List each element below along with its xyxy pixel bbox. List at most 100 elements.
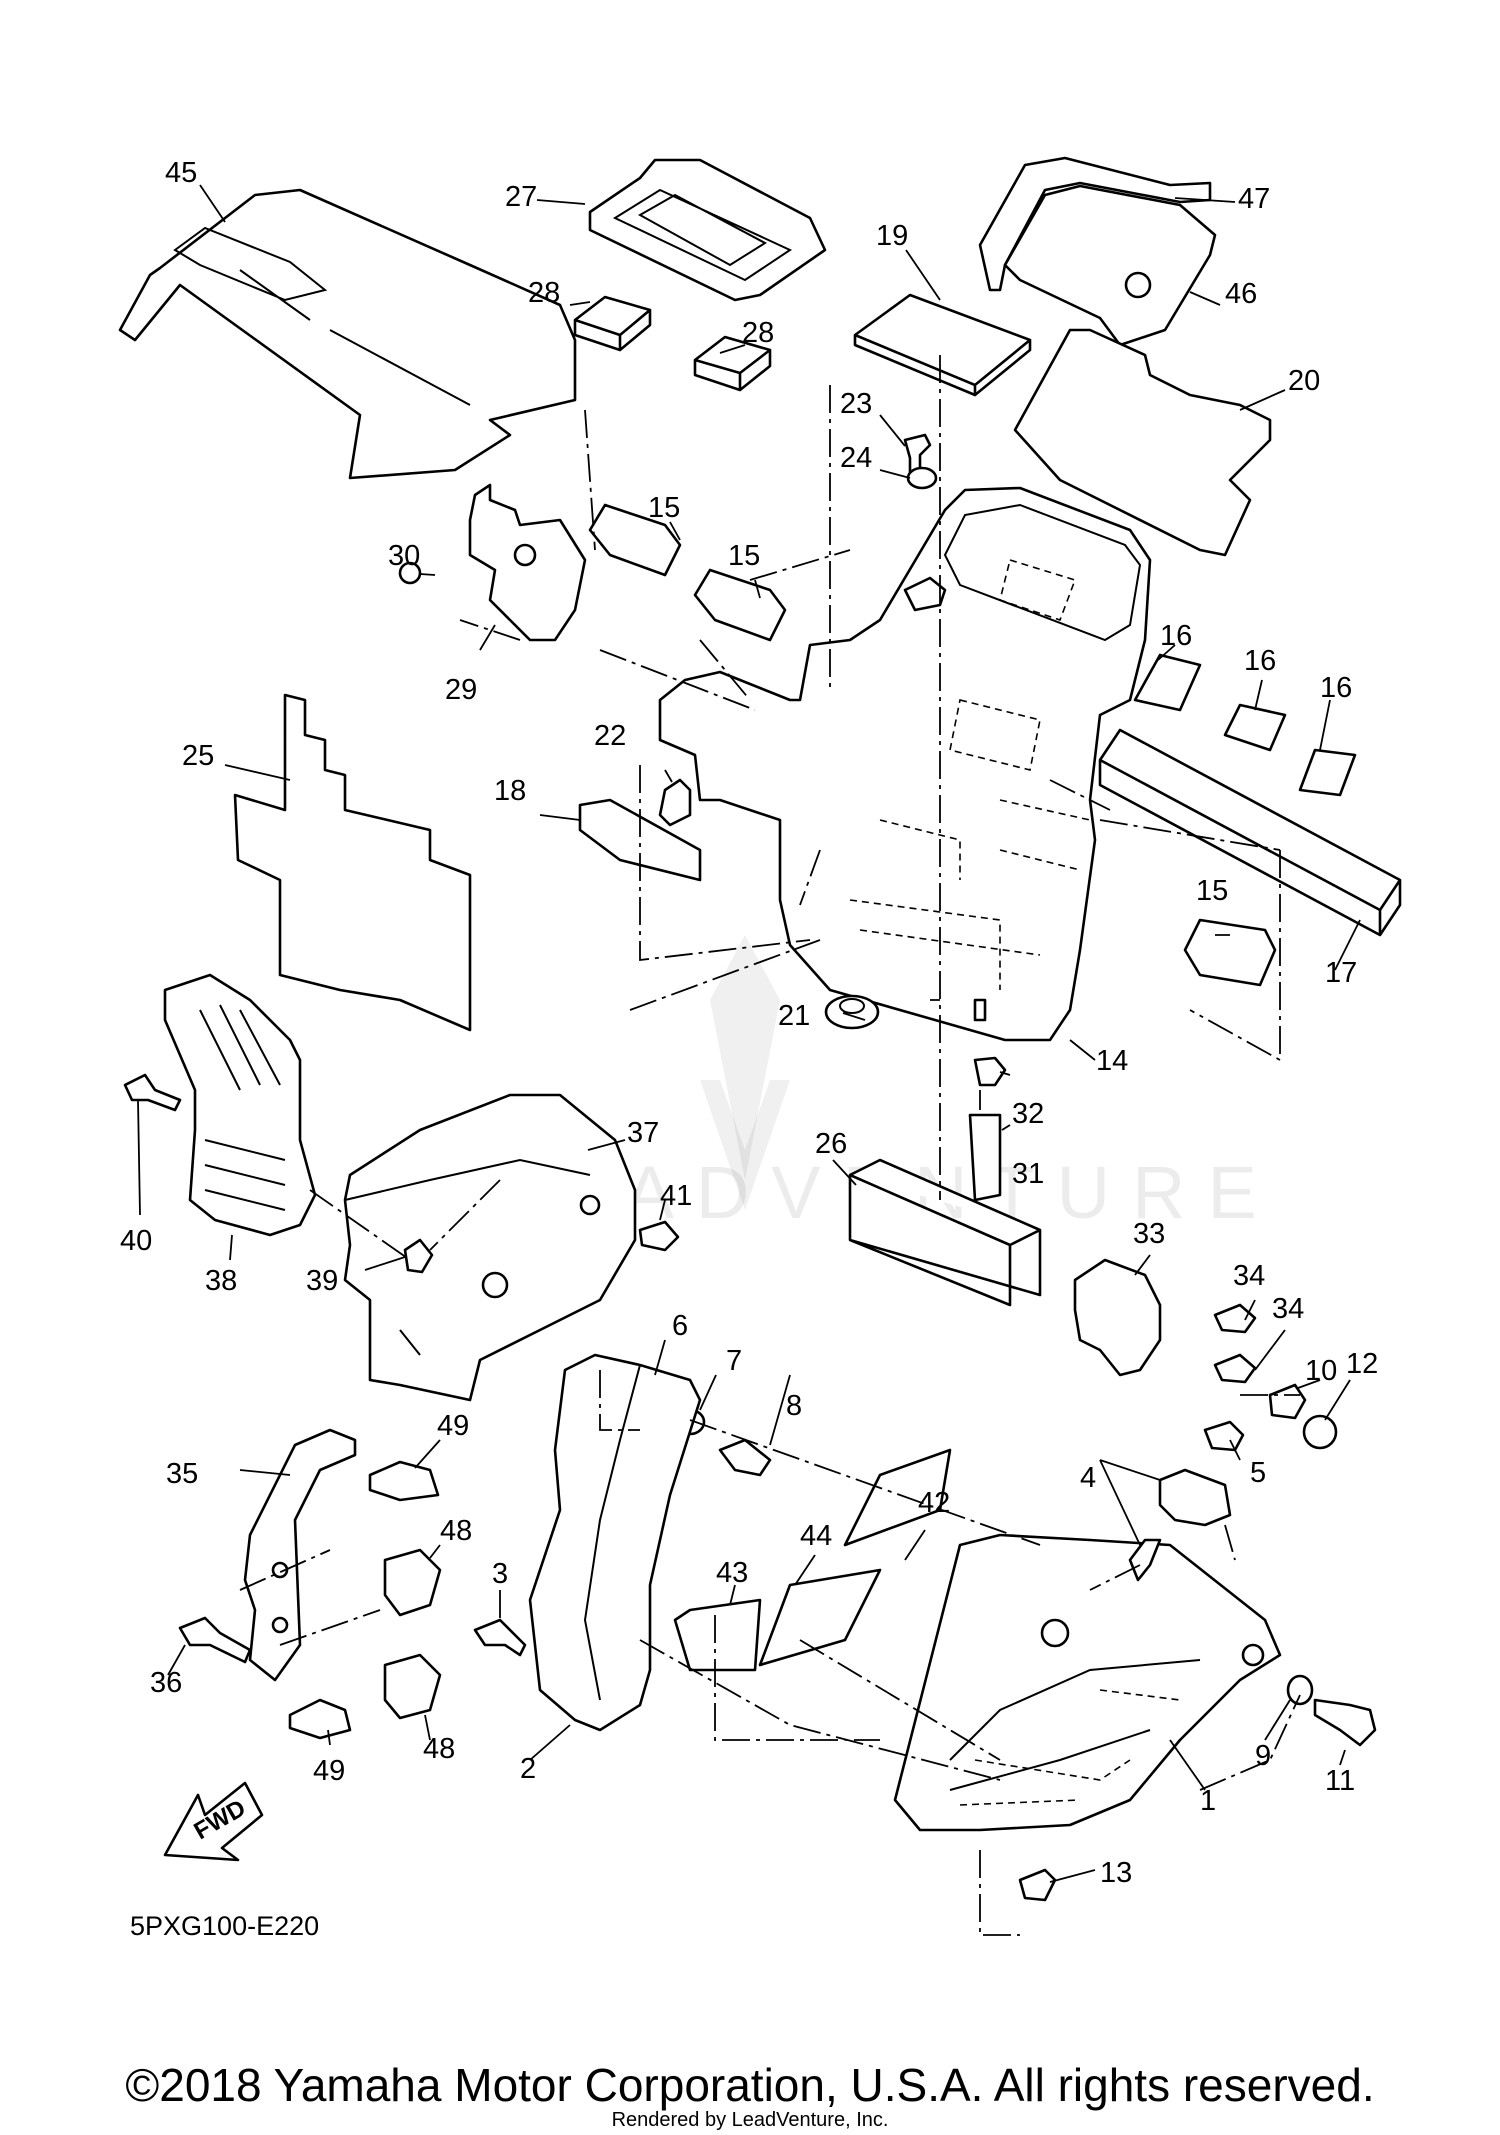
callout-38: 38 bbox=[205, 1265, 237, 1297]
callout-42: 42 bbox=[918, 1487, 950, 1519]
fwd-arrow: FWD bbox=[163, 1781, 264, 1862]
callout-13: 13 bbox=[1100, 1857, 1132, 1889]
callout-40: 40 bbox=[120, 1225, 152, 1257]
part-37-hole-a bbox=[481, 1271, 509, 1299]
part-14-upper-rim bbox=[943, 503, 1142, 642]
part-14-battery-box bbox=[658, 486, 1152, 1042]
part-35-bracket bbox=[243, 1428, 357, 1682]
fwd-arrow-icon bbox=[163, 1781, 264, 1862]
part-27-tray bbox=[588, 158, 827, 302]
callout-35: 35 bbox=[166, 1458, 198, 1490]
callout-14: 14 bbox=[1096, 1045, 1128, 1077]
part-16-pad-a bbox=[1133, 653, 1202, 712]
callout-6: 6 bbox=[672, 1310, 688, 1342]
callout-7: 7 bbox=[726, 1345, 742, 1377]
part-43-decal bbox=[673, 1598, 762, 1672]
callout-21: 21 bbox=[778, 1000, 810, 1032]
callout-28: 28 bbox=[528, 277, 560, 309]
part-1-hole bbox=[1040, 1618, 1070, 1648]
part-31-hose bbox=[968, 1113, 1002, 1202]
part-13-clip bbox=[1018, 1868, 1057, 1902]
callout-43: 43 bbox=[716, 1557, 748, 1589]
callout-45: 45 bbox=[165, 157, 197, 189]
part-19-pad bbox=[853, 293, 1032, 397]
part-38-slats bbox=[199, 1004, 286, 1211]
part-15-pad-b bbox=[693, 568, 787, 642]
callout-23: 23 bbox=[840, 388, 872, 420]
copyright-notice: ©2018 Yamaha Motor Corporation, U.S.A. A… bbox=[125, 2059, 1375, 2111]
part-37-inner bbox=[344, 1158, 591, 1356]
callout-29: 29 bbox=[445, 674, 477, 706]
callout-4: 4 bbox=[1080, 1462, 1096, 1494]
diagram-code: 5PXG100-E220 bbox=[130, 1911, 319, 1941]
part-49-clip-b bbox=[288, 1698, 352, 1740]
callout-15: 15 bbox=[1196, 875, 1228, 907]
callout-30: 30 bbox=[388, 540, 420, 572]
callout-19: 19 bbox=[876, 220, 908, 252]
callout-25: 25 bbox=[182, 740, 214, 772]
part-16-pad-c bbox=[1298, 748, 1357, 797]
part-33-bracket bbox=[1073, 1258, 1162, 1377]
part-34-bolt-b bbox=[1213, 1353, 1257, 1384]
part-45-side-cover-top bbox=[118, 188, 577, 480]
part-40-bolt bbox=[123, 1073, 182, 1112]
part-5-bolt bbox=[1203, 1420, 1245, 1452]
part-2-edge bbox=[583, 1364, 641, 1701]
callout-34: 34 bbox=[1272, 1293, 1304, 1325]
part-36-bolt bbox=[178, 1616, 252, 1664]
part-17-foam-strip bbox=[1098, 728, 1402, 937]
part-41-bolt bbox=[638, 1220, 680, 1252]
callout-22: 22 bbox=[594, 720, 626, 752]
rendered-by-credit: Rendered by LeadVenture, Inc. bbox=[611, 2109, 889, 2131]
callout-32: 32 bbox=[1012, 1098, 1044, 1130]
callout-1: 1 bbox=[1200, 1785, 1216, 1817]
callout-16: 16 bbox=[1160, 620, 1192, 652]
callout-41: 41 bbox=[660, 1180, 692, 1212]
callout-8: 8 bbox=[786, 1390, 802, 1422]
part-39-clip bbox=[403, 1238, 434, 1274]
part-23-bolt bbox=[903, 433, 932, 474]
callout-10: 10 bbox=[1305, 1355, 1337, 1387]
callout-49: 49 bbox=[437, 1410, 469, 1442]
part-14-top-ring bbox=[903, 576, 947, 612]
callout-18: 18 bbox=[494, 775, 526, 807]
callout-49: 49 bbox=[313, 1755, 345, 1787]
callout-47: 47 bbox=[1238, 183, 1270, 215]
callout-16: 16 bbox=[1244, 645, 1276, 677]
part-1-mount-hole bbox=[1241, 1643, 1265, 1667]
part-12-grommet bbox=[1302, 1414, 1338, 1450]
part-20-pad bbox=[1013, 328, 1272, 557]
part-1-side-cover bbox=[893, 1533, 1282, 1832]
callout-11: 11 bbox=[1325, 1765, 1355, 1797]
part-8-bolt bbox=[718, 1438, 772, 1477]
part-38-grille bbox=[163, 973, 317, 1237]
part-30-clip bbox=[398, 561, 422, 585]
callout-48: 48 bbox=[440, 1515, 472, 1547]
part-35-hole-b bbox=[271, 1616, 289, 1634]
part-14-hidden-lines bbox=[849, 558, 1091, 990]
part-18-pad bbox=[578, 798, 702, 882]
callout-17: 17 bbox=[1325, 957, 1357, 989]
callout-48: 48 bbox=[423, 1733, 455, 1765]
leader-lines bbox=[137, 184, 1361, 1883]
callout-37: 37 bbox=[627, 1117, 659, 1149]
part-22-plug bbox=[658, 778, 692, 827]
callout-44: 44 bbox=[800, 1520, 832, 1552]
callout-39: 39 bbox=[306, 1265, 338, 1297]
part-3-bolt bbox=[473, 1618, 527, 1657]
part-27-inner bbox=[612, 188, 793, 282]
part-15-pad-a bbox=[588, 503, 682, 577]
callout-31: 31 bbox=[1012, 1158, 1044, 1190]
part-24-collar bbox=[906, 466, 938, 490]
part-45-detail bbox=[173, 226, 471, 406]
callout-16: 16 bbox=[1320, 672, 1352, 704]
part-37-hole-b bbox=[579, 1194, 601, 1216]
callout-24: 24 bbox=[840, 442, 872, 474]
callout-28: 28 bbox=[742, 317, 774, 349]
part-15-pad-c bbox=[1183, 918, 1277, 987]
part-37-cover bbox=[343, 1093, 637, 1402]
callout-36: 36 bbox=[150, 1667, 182, 1699]
callout-labels: 45 27 28 28 19 47 46 20 23 24 30 15 15 2… bbox=[120, 157, 1378, 1889]
